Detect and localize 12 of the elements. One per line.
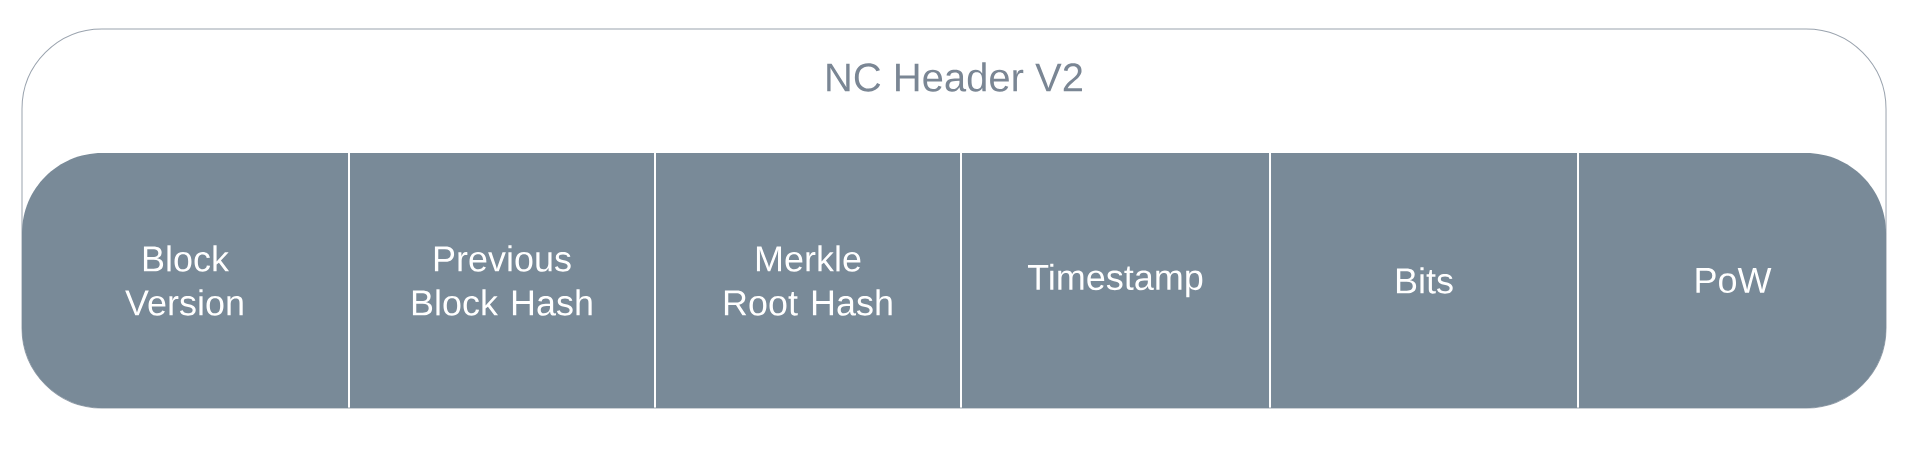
node-label: Block Version (125, 245, 243, 316)
node-label: PoW (1696, 267, 1772, 294)
field-cell: Bits (1271, 153, 1577, 408)
field-cell: PoW (1579, 153, 1886, 408)
field-cell: Previous Block Hash (350, 153, 654, 408)
node-label: Merkle Root Hash (724, 245, 892, 316)
field-cell: Timestamp (962, 153, 1269, 408)
field-cell: Block Version (22, 153, 348, 408)
node-label: Bits (1396, 267, 1453, 294)
node-label: Previous Block Hash (412, 245, 592, 316)
field-cell: Merkle Root Hash (656, 153, 960, 408)
node-label: Timestamp (1027, 263, 1203, 298)
